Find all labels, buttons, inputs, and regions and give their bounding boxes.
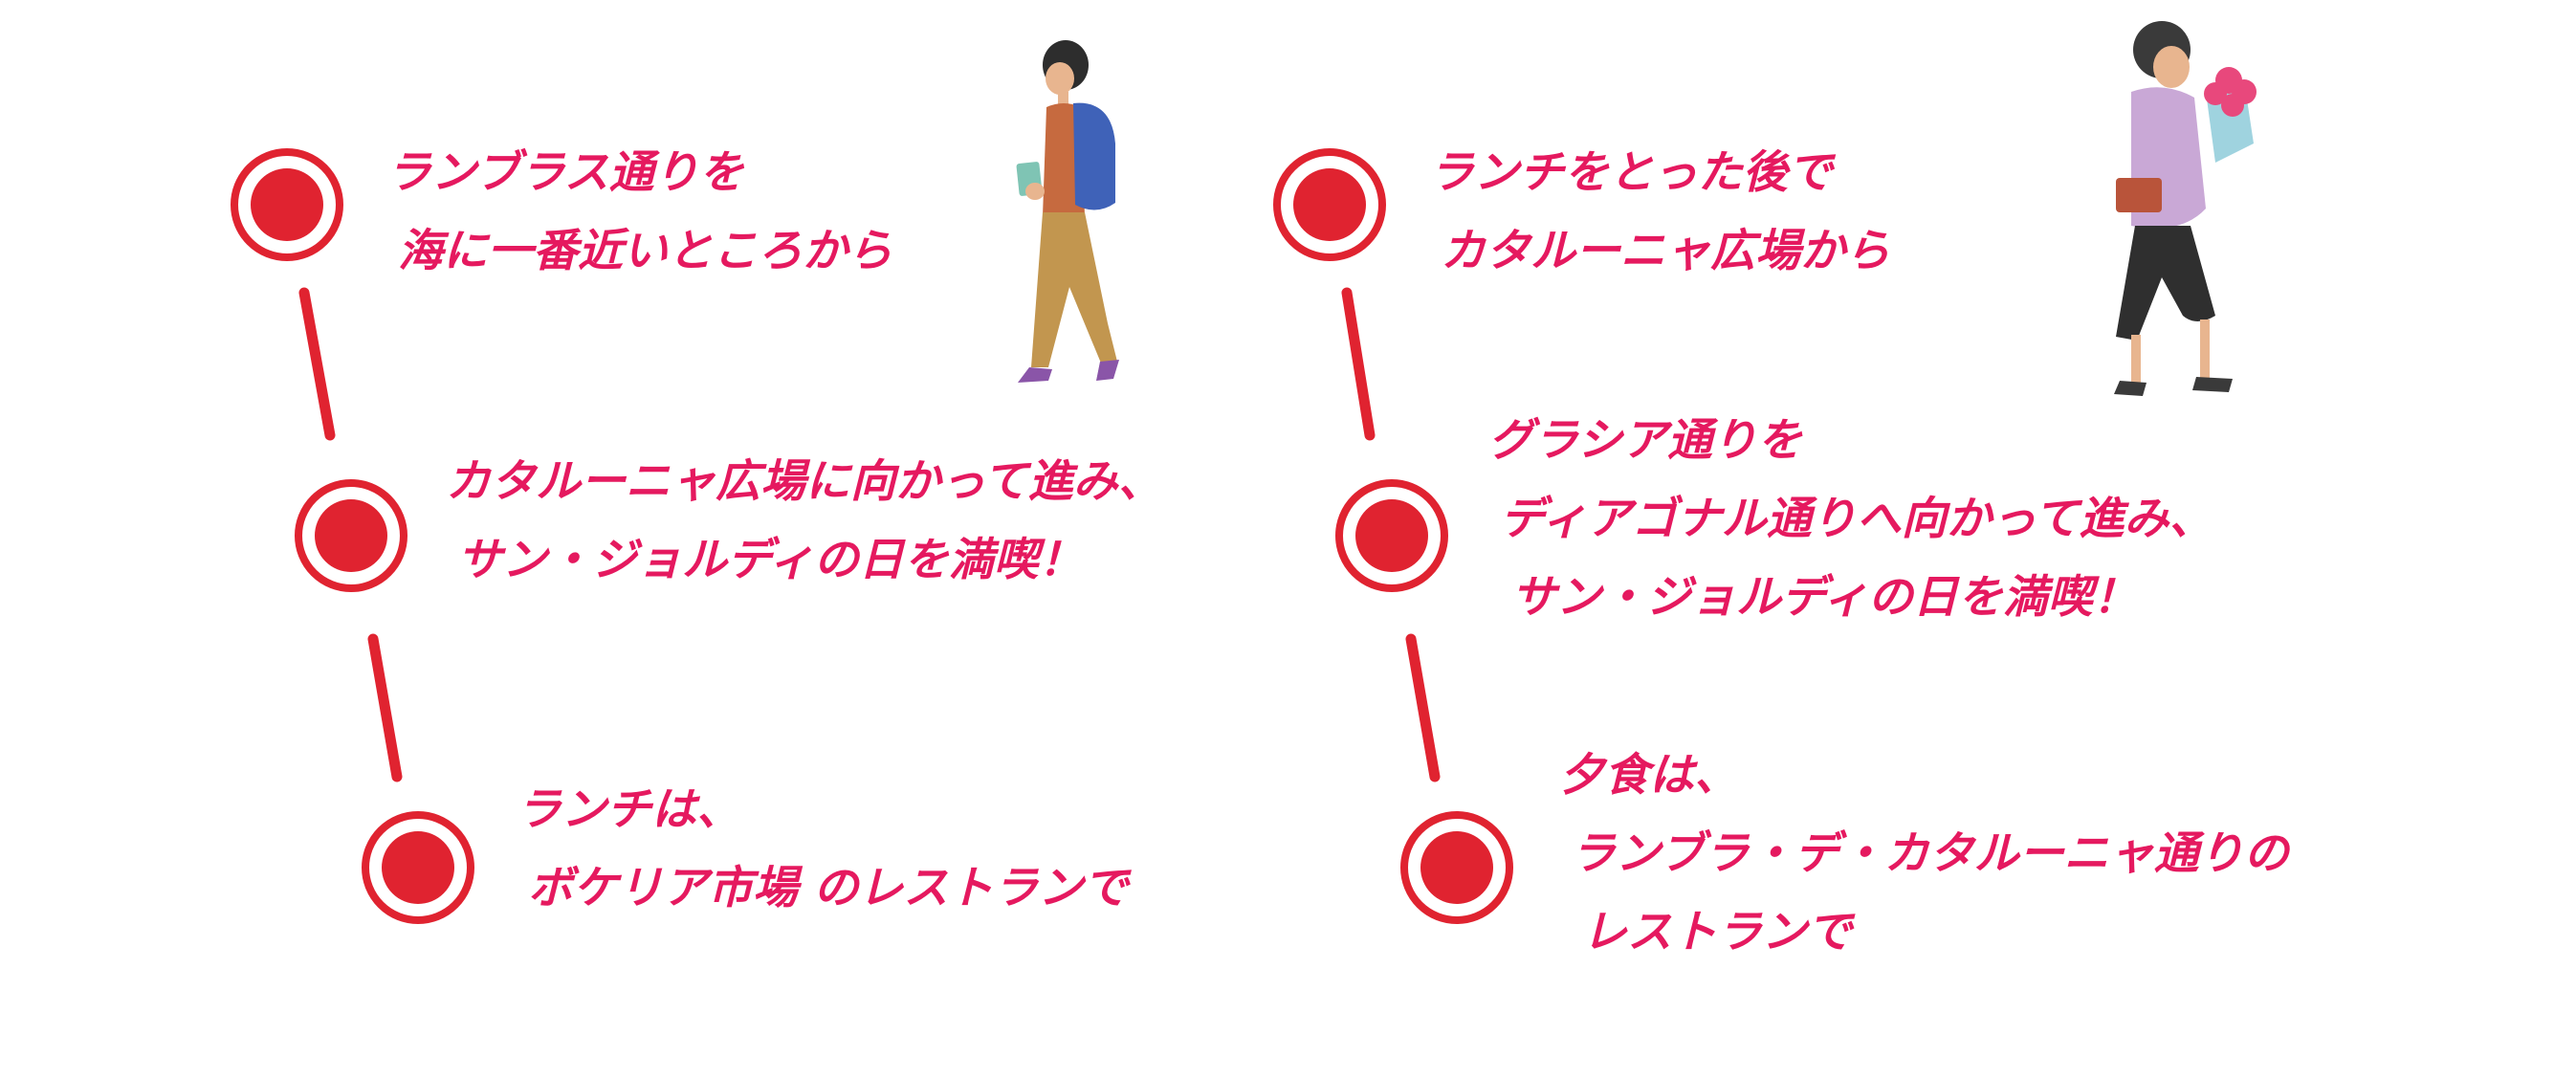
left-stop-marker-2 bbox=[295, 479, 407, 592]
woman-with-rose-bouquet-icon bbox=[2114, 21, 2257, 396]
left-stop-1-line-1: ランブラス通りを bbox=[386, 146, 744, 199]
man-walking-with-backpack-icon bbox=[1016, 40, 1119, 383]
left-stop-1-line-2: 海に一番近いところから bbox=[398, 225, 892, 277]
right-stop-2-line-1: グラシア通りを bbox=[1488, 414, 1803, 467]
right-stop-marker-1 bbox=[1273, 148, 1386, 261]
left-stop-marker-1 bbox=[231, 148, 343, 261]
left-connector-2 bbox=[367, 633, 403, 782]
left-route bbox=[231, 148, 474, 924]
right-stop-1-text: ランチをとった後で カタルーニャ広場から bbox=[1429, 134, 1890, 291]
right-stop-marker-2 bbox=[1335, 479, 1448, 592]
right-connector-1 bbox=[1341, 287, 1376, 441]
right-route bbox=[1273, 148, 1513, 924]
right-stop-3-line-2: ランブラ・デ・カタルーニャ通りの bbox=[1571, 827, 2289, 880]
right-stop-1-line-1: ランチをとった後で bbox=[1429, 146, 1833, 199]
right-connector-2 bbox=[1405, 633, 1441, 782]
left-connector-1 bbox=[298, 287, 336, 441]
left-stop-3-line-2: ボケリア市場 のレストランで bbox=[528, 862, 1129, 914]
right-stop-2-line-3: サン・ジョルディの日を満喫！ bbox=[1511, 571, 2138, 624]
right-stop-3-text: 夕食は、 ランブラ・デ・カタルーニャ通りの レストランで bbox=[1559, 737, 2289, 972]
left-stop-3-line-1: ランチは、 bbox=[517, 783, 741, 836]
left-stop-2-line-1: カタルーニャ広場に向かって進み、 bbox=[446, 455, 1163, 508]
left-stop-2-text: カタルーニャ広場に向かって進み、 サン・ジョルディの日を満喫！ bbox=[446, 443, 1163, 600]
right-stop-marker-3 bbox=[1400, 811, 1513, 924]
right-stop-2-text: グラシア通りを ディアゴナル通りへ向かって進み、 サン・ジョルディの日を満喫！ bbox=[1488, 402, 2213, 637]
right-stop-1-line-2: カタルーニャ広場から bbox=[1441, 225, 1890, 277]
right-stop-2-line-2: ディアゴナル通りへ向かって進み、 bbox=[1500, 493, 2214, 545]
left-stop-marker-3 bbox=[362, 811, 474, 924]
left-stop-3-text: ランチは、 ボケリア市場 のレストランで bbox=[517, 771, 1128, 928]
right-stop-3-line-3: レストランで bbox=[1582, 906, 1852, 958]
left-stop-1-text: ランブラス通りを 海に一番近いところから bbox=[386, 134, 892, 291]
left-stop-2-line-2: サン・ジョルディの日を満喫！ bbox=[457, 534, 1084, 586]
right-stop-3-line-1: 夕食は、 bbox=[1559, 749, 1739, 802]
